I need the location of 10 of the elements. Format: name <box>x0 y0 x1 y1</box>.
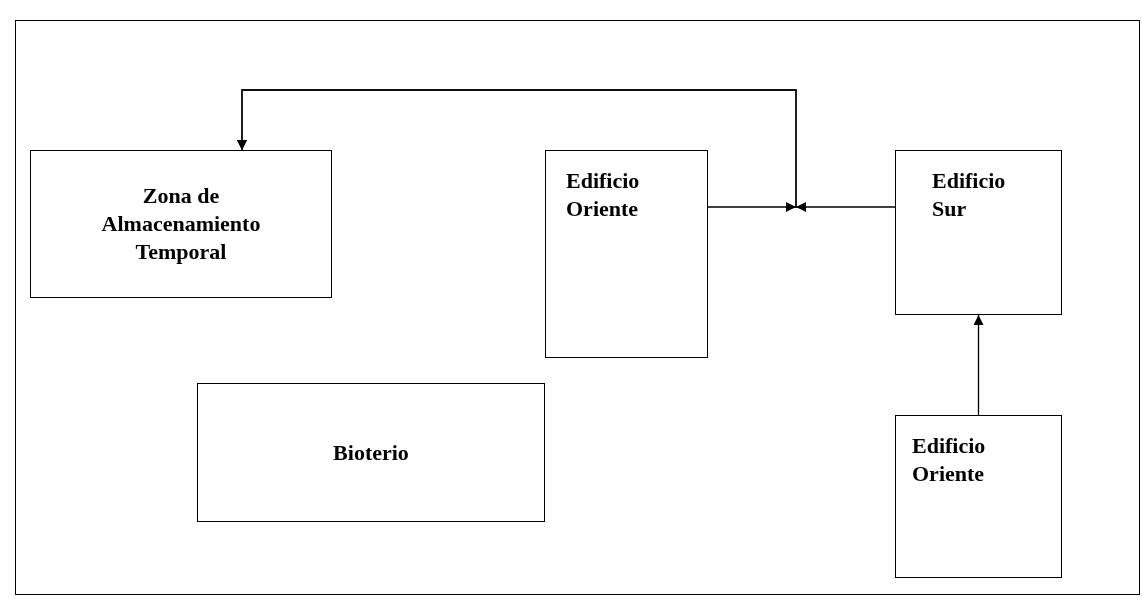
box-label: Edificio Sur <box>932 167 1007 223</box>
box-label: Zona de Almacenamiento Temporal <box>100 182 262 266</box>
building-box <box>895 150 1062 315</box>
building-box <box>545 150 708 358</box>
box-label: Edificio Oriente <box>912 432 987 488</box>
box-label: Bioterio <box>333 438 409 467</box>
building-box <box>197 383 545 522</box>
building-box <box>895 415 1062 578</box>
box-label: Edificio Oriente <box>566 167 641 223</box>
building-box <box>30 150 332 298</box>
